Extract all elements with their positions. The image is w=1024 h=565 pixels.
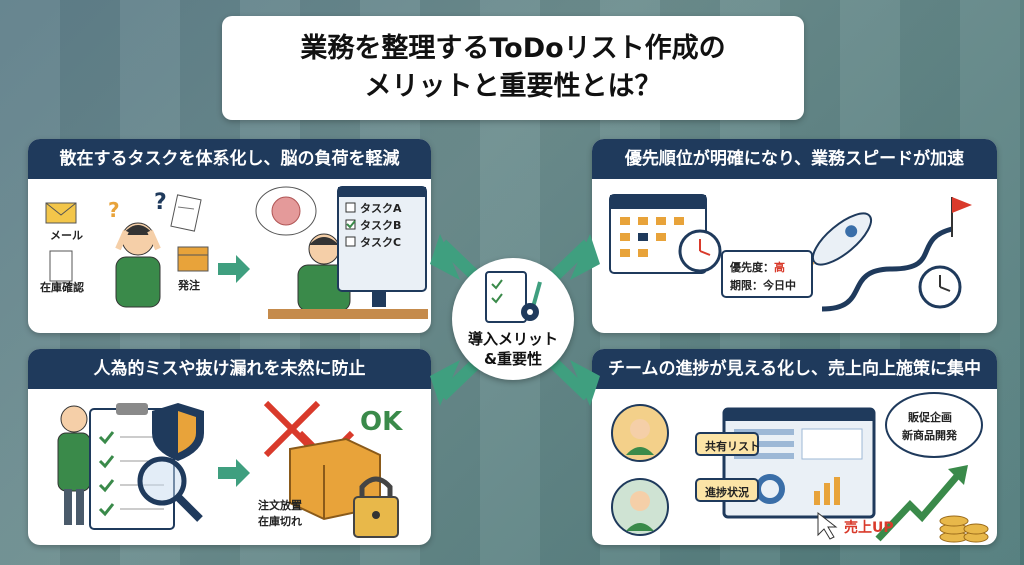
checkbox-icon [345,219,356,230]
growth-arrow-icon [875,465,968,542]
person-icon [57,405,91,525]
cursor-icon [817,511,838,540]
coins-icon [939,515,989,543]
dashboard-icon [722,407,876,519]
panel-team-visibility: チームの進捗が見える化し、売上向上施策に集中 共有リスト 進捗状況 売上UP 販… [592,349,997,545]
panel-reduce-load: 散在するタスクを体系化し、脳の負荷を軽減 ? ? [28,139,431,333]
checkbox-icon [345,202,356,213]
title-box: 業務を整理するToDoリスト作成の メリットと重要性とは？ [222,16,804,120]
avatar-man-icon [611,478,669,536]
checklist-gear-icon [485,271,542,323]
panel-illustration: ? ? [45,186,428,319]
stressed-person-icon [115,222,161,308]
task-c: タスクC [360,236,402,249]
ok-label: OK [360,407,403,437]
checkbox-icon [345,236,356,247]
panel-prevent-errors: 人為的ミスや抜け漏れを未然に防止 OK 注文放置 [28,349,431,545]
desk [268,309,428,319]
center-circle: 導入メリット &重要性 [452,258,574,380]
label-mail: メール [50,229,83,242]
task-a: タスクA [360,202,402,215]
panel-heading: 人為的ミスや抜け漏れを未然に防止 [28,349,431,389]
document-icon [49,250,73,282]
shared-list-label: 共有リスト [705,440,760,453]
priority-value: 高 [774,261,785,274]
arrow-right-icon [218,255,250,283]
avatar-woman-icon [611,404,669,462]
center-label-2: &重要性 [483,350,543,368]
title-line-1: 業務を整理するToDoリスト作成の [300,33,726,64]
priority-card [721,250,813,298]
lock-icon [353,476,399,538]
brain-icon [255,186,317,236]
panel-illustration [611,392,989,543]
question-icon: ? [108,198,120,222]
stopwatch-icon [918,265,962,309]
document-icon [170,194,202,232]
progress-tag [695,478,759,502]
magnifier-icon [137,456,203,522]
priority-label: 優先度：高 [730,261,785,274]
center-label-1: 導入メリット [467,330,558,348]
label-stock-check: 在庫確認 [40,281,84,294]
panel-heading: 優先順位が明確になり、業務スピードが加速 [592,139,997,179]
panel-illustration [609,194,972,312]
arrow-bottom-left-icon [430,360,460,406]
label-order: 発注 [178,279,200,292]
monitor-icon [337,186,427,307]
clock-icon [678,229,722,273]
arrow-bottom-right-icon [570,360,600,406]
mail-icon [45,202,77,224]
deadline-label: 期限：今日中 [730,279,796,292]
arrow-right-icon [218,459,250,487]
panel-heading: 散在するタスクを体系化し、脳の負荷を軽減 [28,139,431,179]
panel-heading: チームの進捗が見える化し、売上向上施策に集中 [592,349,997,389]
bubble-new-product: 新商品開発 [902,429,957,442]
road-path [821,226,953,312]
bubble-promo: 販促企画 [908,411,952,424]
label-order-neglect: 注文放置 [258,499,302,512]
shared-list-tag [695,432,759,456]
sales-up-label: 売上UP [844,520,894,536]
progress-label: 進捗状況 [705,486,749,499]
panel-illustration [57,400,399,538]
flag-icon [951,197,972,237]
title-line-2: メリットと重要性とは？ [364,71,662,102]
svg-text:?: ? [154,190,167,215]
arrow-top-right-icon [570,234,600,280]
arrow-top-left-icon [430,234,460,280]
task-b: タスクB [360,219,402,232]
label-out-of-stock: 在庫切れ [258,515,302,528]
panel-priority-speed: 優先順位が明確になり、業務スピードが加速 優先度 [592,139,997,333]
box-icon [177,246,209,272]
shield-icon [152,403,204,461]
cloud-bubble-icon [885,392,983,458]
